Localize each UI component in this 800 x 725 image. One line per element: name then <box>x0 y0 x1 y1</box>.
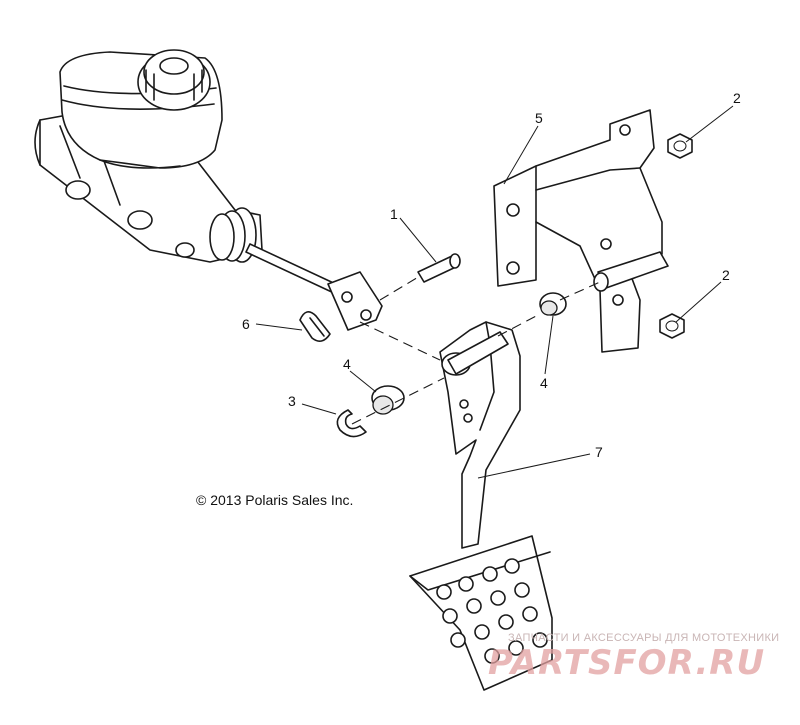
callout-4-right: 4 <box>540 375 548 391</box>
callout-4-left: 4 <box>343 356 351 372</box>
callout-1: 1 <box>390 206 398 222</box>
leader-lines <box>255 105 734 479</box>
callout-2-upper: 2 <box>733 90 741 106</box>
watermark-logo: PARTSFOR.RU <box>488 643 766 683</box>
flange-nut-upper <box>667 133 693 159</box>
assembly-dashed-lines <box>351 275 601 425</box>
retaining-clip <box>336 409 367 438</box>
callout-7: 7 <box>595 444 603 460</box>
mounting-bracket <box>493 109 669 353</box>
brake-pedal <box>409 321 553 691</box>
bushing-right <box>539 292 567 316</box>
clevis-pin <box>417 253 461 283</box>
master-cylinder <box>34 49 383 331</box>
callout-6: 6 <box>242 316 250 332</box>
copyright-notice: © 2013 Polaris Sales Inc. <box>196 492 354 508</box>
callout-2-lower: 2 <box>722 267 730 283</box>
callout-labels: 1 2 2 3 4 4 5 6 7 <box>242 90 741 460</box>
cotter-pin <box>299 311 331 342</box>
pedal-pad-studs <box>436 558 548 664</box>
callout-5: 5 <box>535 110 543 126</box>
callout-3: 3 <box>288 393 296 409</box>
bushing-left <box>371 385 405 415</box>
watermark-tagline: ЗАПЧАСТИ И АКСЕССУАРЫ ДЛЯ МОТОТЕХНИКИ <box>508 632 780 644</box>
